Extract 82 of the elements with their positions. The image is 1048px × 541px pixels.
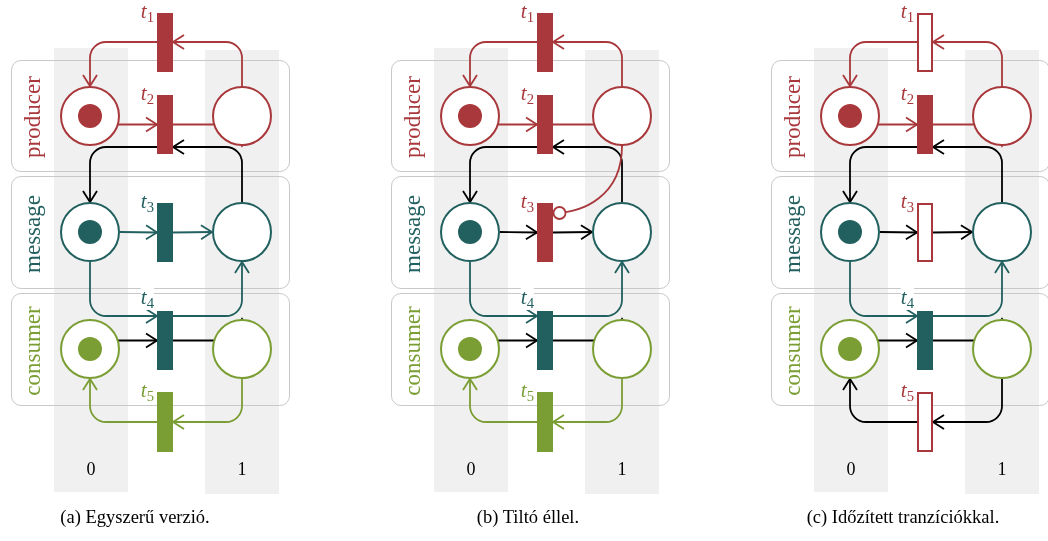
arc-arrow	[172, 224, 213, 241]
token-dot	[458, 220, 482, 244]
lane-box	[11, 176, 290, 289]
arc-arrow	[82, 378, 158, 423]
lane-label: producer	[780, 76, 804, 158]
caption: (b) Tiltó éllel.	[476, 508, 580, 527]
arc-arrow	[172, 261, 250, 317]
transition-label: t$_{4}$	[900, 287, 914, 311]
lane-box	[391, 176, 670, 289]
arc-arrow	[119, 224, 158, 241]
arc-arrow	[849, 261, 918, 324]
arc-arrow	[552, 139, 623, 203]
column-label: 0	[86, 460, 96, 478]
lane-label: message	[780, 194, 804, 273]
transition-label: t$_{4}$	[520, 287, 534, 311]
arc-arrow	[469, 261, 538, 324]
caption: (c) Időzített tranzíciókkal.	[806, 508, 1000, 527]
caption: (a) Egyszerű verzió.	[60, 508, 210, 527]
token-dot	[838, 220, 862, 244]
arc-arrow	[89, 261, 158, 324]
transition-bar	[157, 392, 173, 452]
transition-bar	[917, 13, 933, 72]
arc-arrow	[842, 378, 918, 423]
token-dot	[78, 337, 102, 361]
arc-arrow	[172, 34, 243, 87]
token-dot	[838, 337, 862, 361]
arc-arrow	[932, 261, 1010, 317]
transition-bar	[156, 94, 173, 154]
transition-label: t$_{4}$	[140, 287, 154, 311]
arc-arrow	[462, 41, 538, 87]
token-dot	[78, 104, 102, 128]
arc-arrow	[932, 378, 1003, 430]
transition-bar	[536, 94, 553, 154]
token-dot	[458, 104, 482, 128]
arc-arrow	[552, 34, 623, 87]
lane-label: consumer	[780, 305, 804, 396]
arc-arrow	[172, 139, 243, 203]
lane-box	[391, 60, 670, 172]
transition-bar	[916, 202, 933, 262]
lane-box	[11, 60, 290, 172]
transition-bar	[536, 310, 553, 370]
arc-arrow	[552, 261, 630, 317]
arc-arrow	[842, 146, 918, 203]
transition-bar	[536, 202, 553, 262]
arc-arrow	[82, 146, 158, 203]
transition-bar	[916, 94, 933, 154]
transition-bar	[156, 310, 173, 370]
lane-label: consumer	[400, 305, 424, 396]
arc-arrow	[499, 224, 538, 241]
token-dot	[458, 337, 482, 361]
token-dot	[838, 104, 862, 128]
lane-box	[391, 293, 670, 406]
transition-bar	[917, 392, 933, 452]
transition-bar	[537, 13, 553, 72]
transition-bar	[157, 13, 173, 72]
arc-arrow	[879, 224, 918, 241]
transition-bar	[537, 392, 553, 452]
transition-bar	[916, 310, 933, 370]
lane-label: message	[400, 194, 424, 273]
arc-arrow	[172, 378, 243, 430]
column-label: 1	[617, 460, 627, 478]
lane-label: message	[20, 194, 44, 273]
column-label: 0	[466, 460, 476, 478]
lane-label: consumer	[20, 305, 44, 396]
lane-label: producer	[20, 76, 44, 158]
arc-arrow	[842, 41, 918, 87]
arc-arrow	[932, 224, 973, 241]
column-label: 1	[997, 460, 1007, 478]
lane-label: producer	[400, 76, 424, 158]
column-label: 0	[846, 460, 856, 478]
arc-arrow	[462, 378, 538, 423]
arc-arrow	[552, 224, 593, 241]
arc-arrow	[932, 139, 1003, 203]
arc-arrow	[82, 41, 158, 87]
arc-arrow	[552, 378, 623, 430]
token-dot	[78, 220, 102, 244]
column-label: 1	[237, 460, 247, 478]
arc-arrow	[932, 34, 1003, 87]
lane-box	[11, 293, 290, 406]
inhibitor-arc	[552, 145, 623, 220]
arc-arrow	[462, 146, 538, 203]
transition-bar	[156, 202, 173, 262]
